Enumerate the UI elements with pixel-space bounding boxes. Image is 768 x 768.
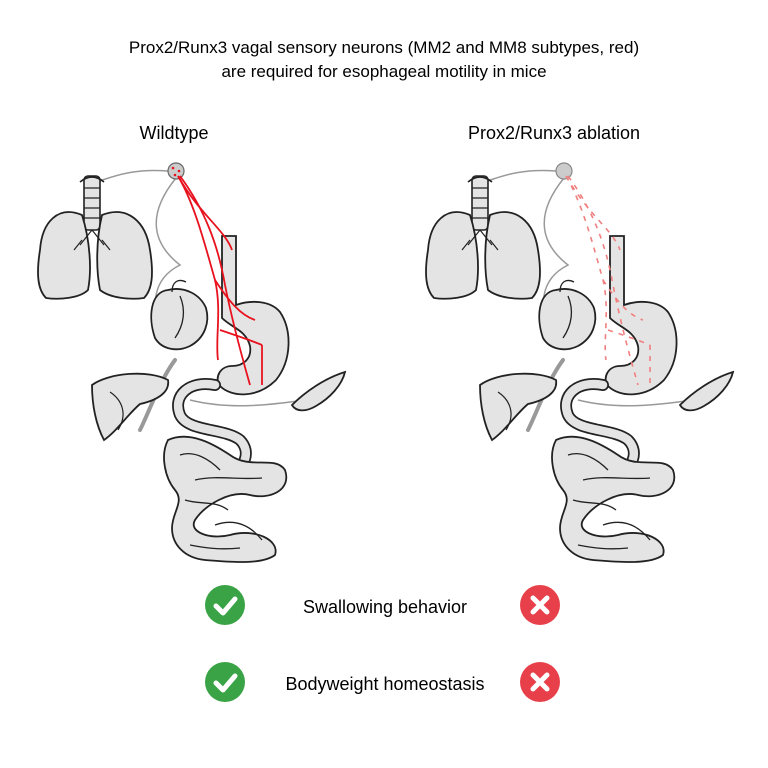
nodose-ganglion-right — [555, 162, 573, 180]
cross-icon — [520, 662, 560, 702]
anatomy-illustrations — [0, 162, 768, 580]
nodose-ganglion-left — [167, 162, 185, 180]
ablation-anatomy — [426, 162, 733, 562]
ablation-panel-label: Prox2/Runx3 ablation — [467, 123, 641, 143]
outcome-row-bodyweight: Bodyweight homeostasis — [0, 662, 768, 706]
outcome-row-swallowing: Swallowing behavior — [0, 585, 768, 629]
vagal-neurons-ablated — [565, 175, 651, 386]
wildtype-anatomy — [38, 162, 345, 562]
outcome-label: Swallowing behavior — [302, 597, 468, 617]
check-icon — [205, 662, 245, 702]
vagal-neurons-intact — [177, 175, 263, 386]
cross-icon — [520, 585, 560, 625]
title-line-2: are required for esophageal motility in … — [221, 62, 547, 81]
check-icon — [205, 585, 245, 625]
title-line-1: Prox2/Runx3 vagal sensory neurons (MM2 a… — [128, 38, 640, 57]
outcome-label: Bodyweight homeostasis — [285, 674, 485, 694]
wildtype-panel-label: Wildtype — [139, 123, 209, 143]
figure-title: Prox2/Runx3 vagal sensory neurons (MM2 a… — [0, 36, 768, 84]
